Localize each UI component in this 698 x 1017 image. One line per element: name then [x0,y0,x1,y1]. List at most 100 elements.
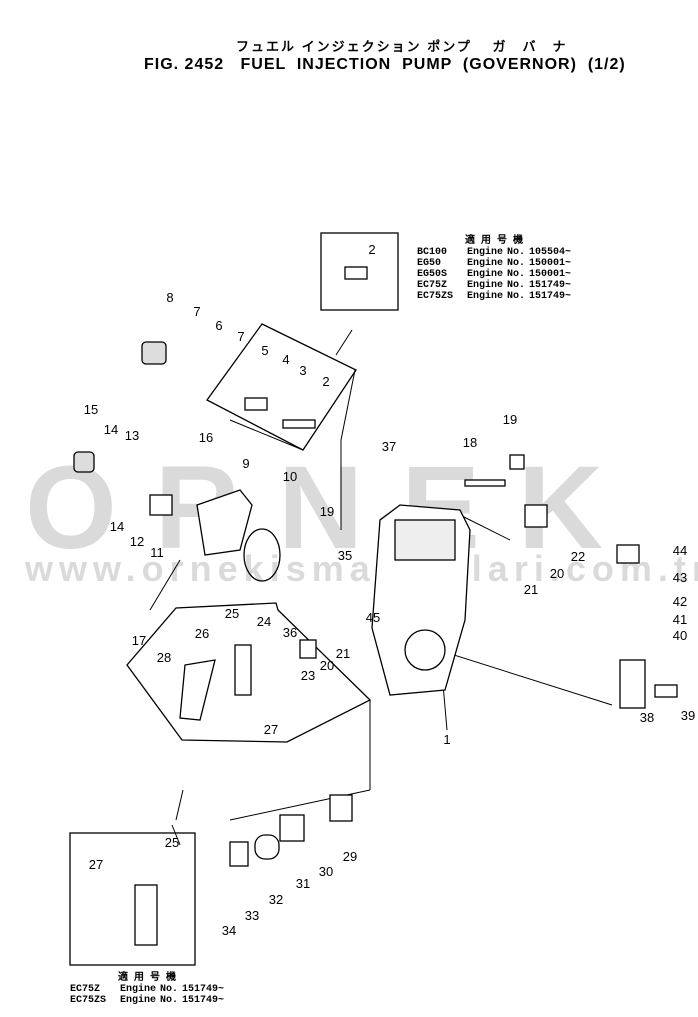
watermark-url: www.ornekismakinalari.com.tr [25,548,698,589]
bushing [299,639,317,659]
plug [509,454,525,470]
part-label-13: 13 [125,428,139,443]
no: No. [507,247,526,258]
part-label-43: 43 [673,570,687,585]
engine: Engine [120,995,157,1006]
model: EG50 [417,258,442,269]
part-label-14: 14 [110,519,124,534]
detail-boxes [69,232,399,966]
engine: Engine [467,291,504,302]
part-label-10: 10 [283,469,297,484]
part-label-37: 37 [382,439,396,454]
serial: 150001~ [529,269,572,280]
pin [654,684,678,698]
part-label-7: 7 [193,304,200,319]
part-label-42: 42 [673,594,687,609]
watermark-logo: ORNEK [25,442,642,574]
part-label-31: 31 [296,876,310,891]
applicability-heading: 適 用 号 機 [118,973,177,984]
part-label-12: 12 [130,534,144,549]
model: EC75ZS [417,291,454,302]
no: No. [507,280,526,291]
model: EC75Z [70,984,101,995]
part-label-17: 17 [132,633,146,648]
part-label-16: 16 [199,430,213,445]
part-label-2: 2 [322,374,329,389]
model: BC100 [417,247,448,258]
spring [149,494,173,516]
cap-nut [141,341,167,365]
part-label-45: 45 [366,610,380,625]
cover-plate [196,489,253,556]
part-label-21: 21 [524,582,538,597]
part-label-36: 36 [283,625,297,640]
part-label-38: 38 [640,710,654,725]
bracket [229,841,249,867]
no: No. [507,258,526,269]
spring [244,397,268,411]
part-label-32: 32 [269,892,283,907]
part-labels: 1223456778910111213141415161718191920202… [84,242,695,938]
part-label-6: 6 [215,318,222,333]
bracket [616,544,640,564]
lever [179,659,216,721]
part-label-44: 44 [673,543,687,558]
serial: 151749~ [182,995,225,1006]
no: No. [507,269,526,280]
part-label-3: 3 [299,363,306,378]
engine: Engine [467,269,504,280]
engine: Engine [467,280,504,291]
part-label-20: 20 [550,566,564,581]
part-label-39: 39 [681,708,695,723]
part-label-21: 21 [336,646,350,661]
part-label-23: 23 [301,668,315,683]
spring [279,814,305,842]
part-label-19: 19 [320,504,334,519]
lever-block [619,659,646,709]
part-label-30: 30 [319,864,333,879]
lever [234,644,252,696]
serial: 151749~ [529,291,572,302]
spring-seat [254,834,280,860]
part-label-26: 26 [195,626,209,641]
part-label-7: 7 [237,329,244,344]
part-label-20: 20 [320,658,334,673]
serial: 105504~ [529,247,572,258]
no: No. [160,984,179,995]
parts [73,266,678,946]
sleeve [524,504,548,528]
o-ring [243,528,281,582]
part-label-19: 19 [503,412,517,427]
part-label-11: 11 [150,545,164,560]
adjuster [329,794,353,822]
applicability-heading: 適 用 号 機 [465,236,524,247]
serial: 151749~ [182,984,225,995]
housing-window [394,519,456,561]
lever [134,884,158,946]
cap-nut [73,451,95,473]
part-label-18: 18 [463,435,477,450]
part-label-35: 35 [338,548,352,563]
part-label-24: 24 [257,614,271,629]
model: EG50S [417,269,448,280]
housing-bore [404,629,446,671]
engine: Engine [467,258,504,269]
part-label-22: 22 [571,549,585,564]
no: No. [160,995,179,1006]
part-label-25: 25 [225,606,239,621]
model: EC75ZS [70,995,107,1006]
part-label-27: 27 [264,722,278,737]
serial: 151749~ [529,280,572,291]
detail-box-lever-alt [69,832,196,966]
serial: 150001~ [529,258,572,269]
figure-title: FIG. 2452 FUEL INJECTION PUMP (GOVERNOR)… [144,56,626,73]
part-label-8: 8 [166,290,173,305]
